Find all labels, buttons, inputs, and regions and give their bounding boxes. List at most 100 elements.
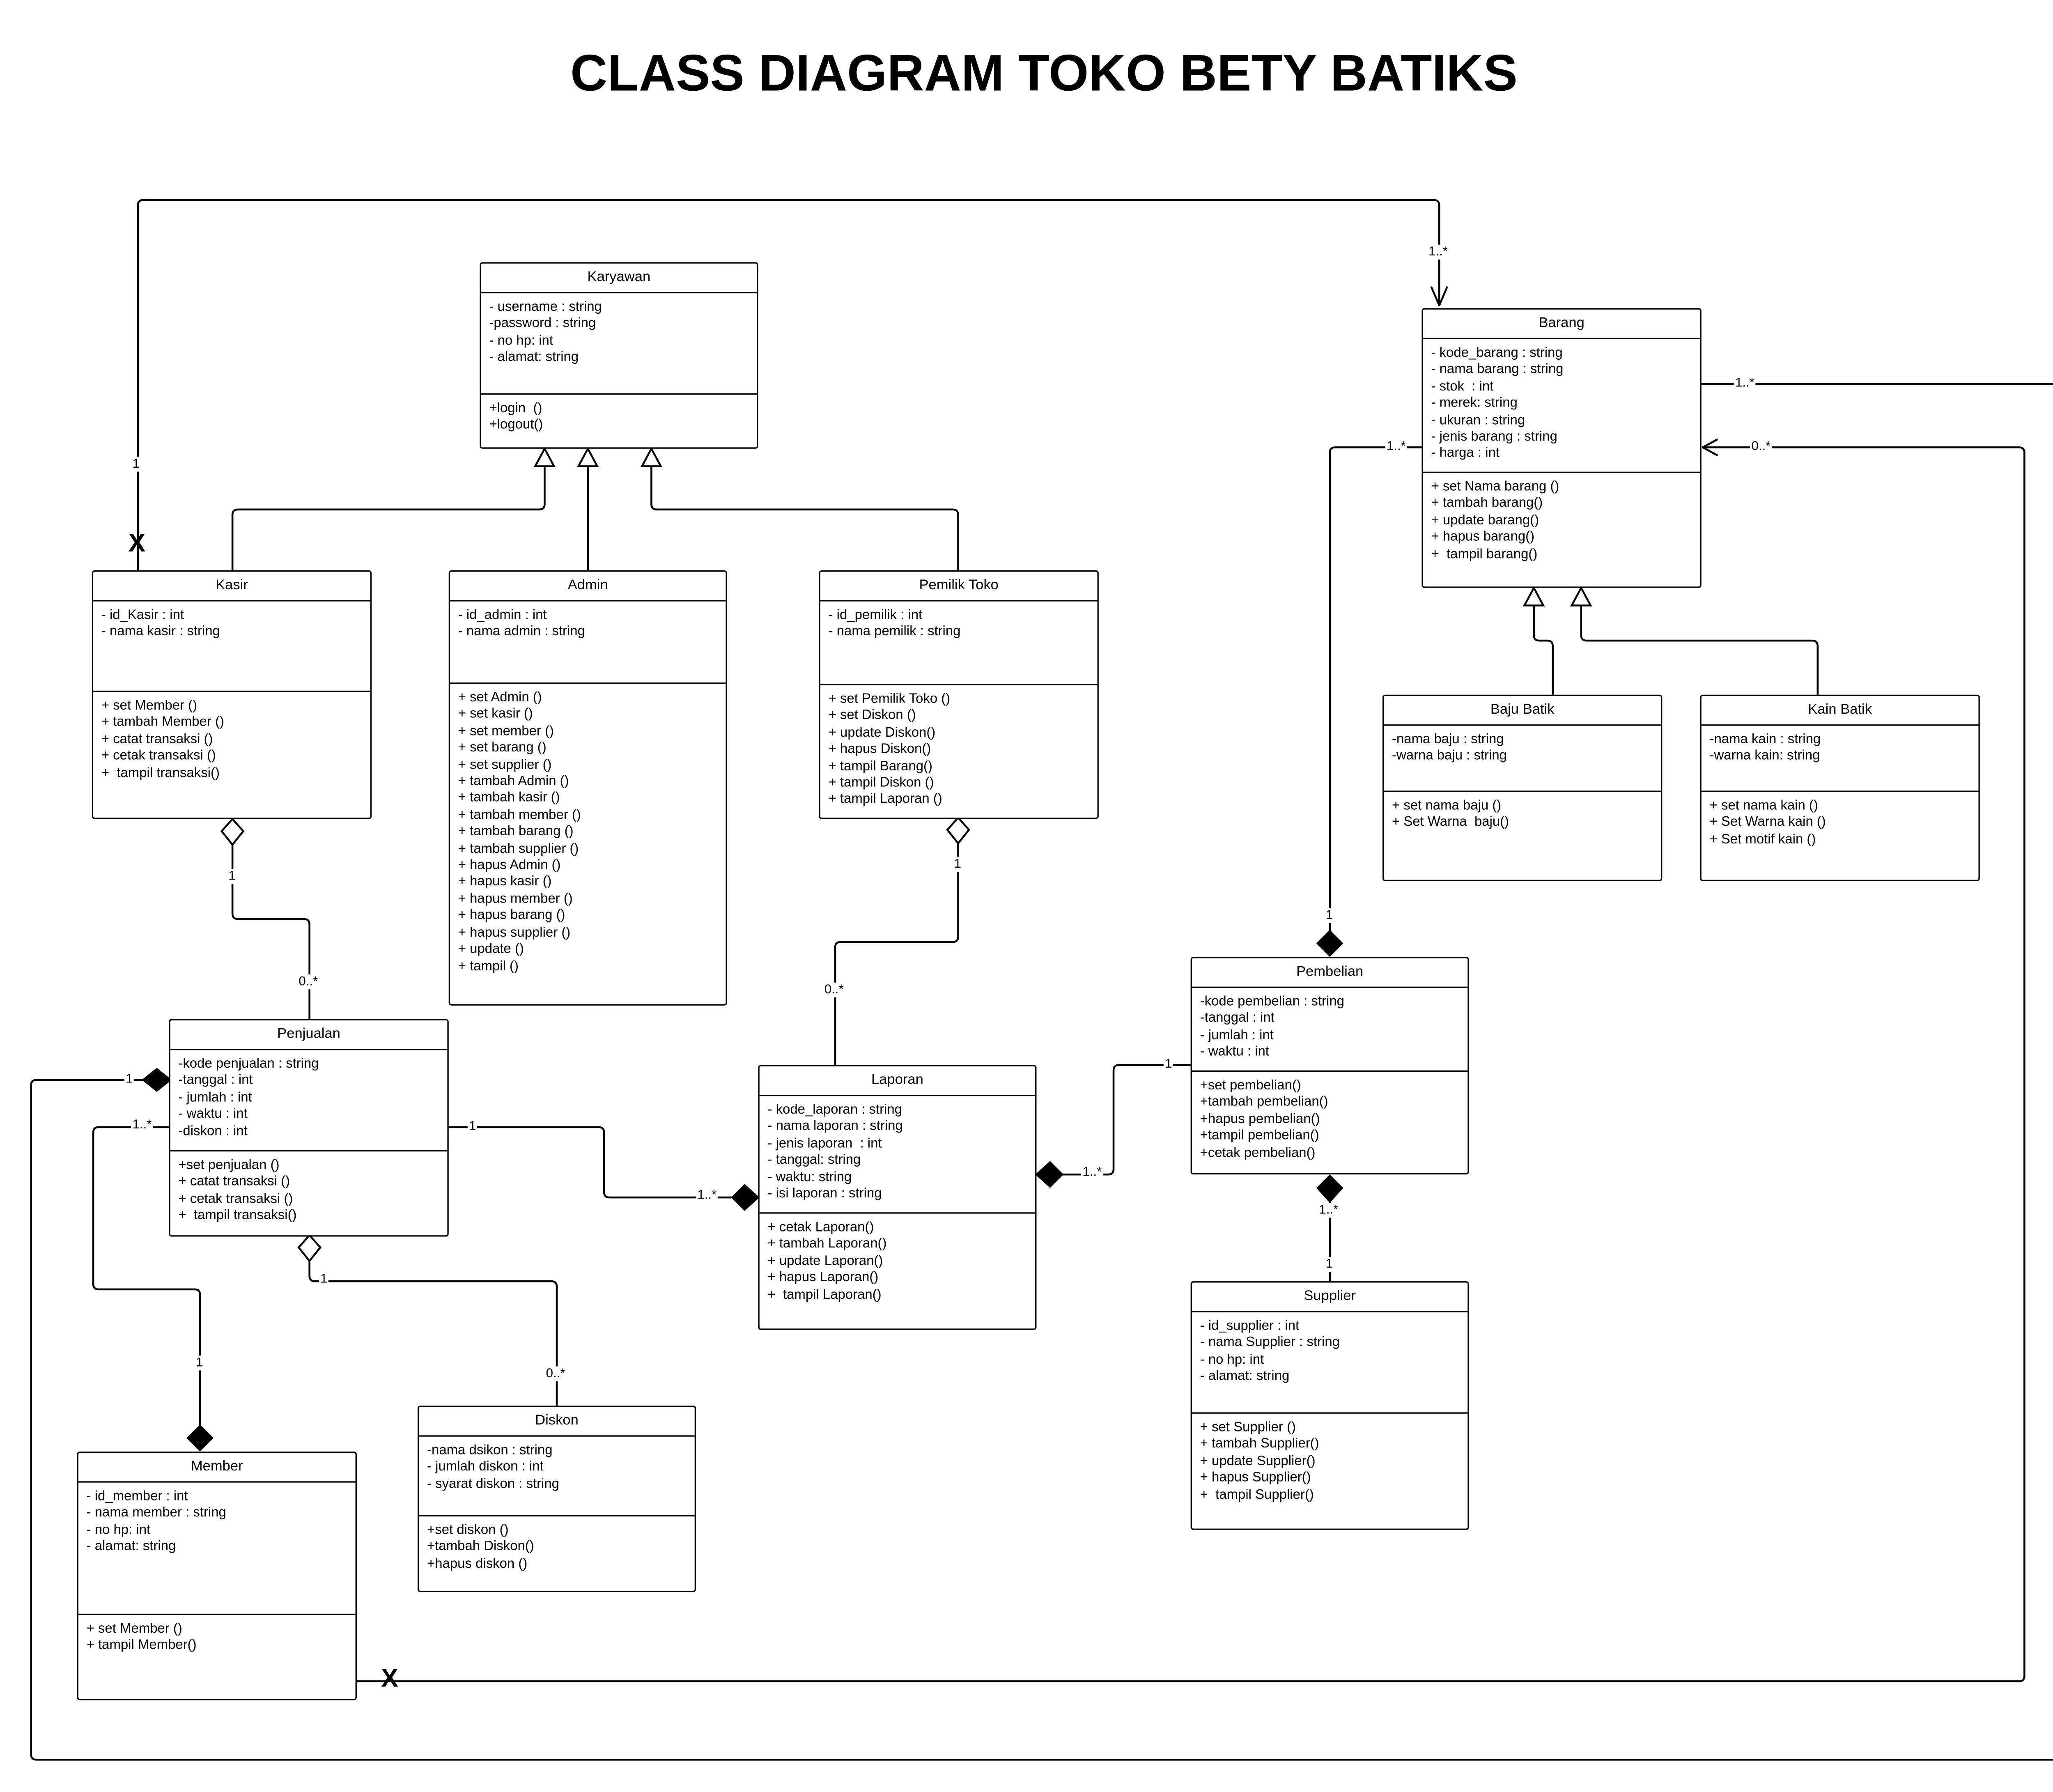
mult-label: 1 (1324, 1257, 1334, 1272)
mult-label: 1 (1324, 908, 1334, 923)
mult-label: 0..* (823, 982, 845, 997)
assoc-barang-pembelian (1329, 446, 1422, 931)
attribute: - nama pemilik : string (828, 625, 961, 640)
diamond-laporan-left (731, 1184, 760, 1211)
method: + set nama kain () (1709, 799, 1818, 814)
class-baju-batik[interactable]: Baju Batik-nama baju : string-warna baju… (1382, 694, 1663, 881)
attribute: -tanggal : int (1200, 1011, 1275, 1027)
class-supplier[interactable]: Supplier- id_supplier : int- nama Suppli… (1190, 1281, 1469, 1530)
assoc-kasir-penjualan (231, 845, 311, 1019)
attribute: - merek: string (1431, 396, 1518, 411)
method: + tambah barang () (458, 825, 574, 840)
assoc-laporan-pembelian (1062, 1064, 1191, 1176)
method: + Set Warna kain () (1709, 815, 1826, 831)
navigability-x-mark: X (381, 1665, 398, 1693)
diamond-pembelian-top (1316, 930, 1343, 957)
diamond-laporan-right (1035, 1161, 1064, 1188)
method: + hapus barang () (458, 908, 565, 924)
attribute: - waktu: string (767, 1170, 852, 1185)
class-name: Karyawan (481, 264, 757, 294)
methods-section: + cetak Laporan()+ tambah Laporan() + upd… (760, 1214, 1035, 1305)
attributes-section: -nama kain : string-warna kain: string (1701, 726, 1979, 792)
diamond-kasir (220, 818, 245, 846)
attribute: - alamat: string (86, 1539, 176, 1555)
class-laporan[interactable]: Laporan- kode_laporan : string- nama lap… (758, 1065, 1037, 1330)
method: + update () (458, 942, 524, 957)
attributes-section: - username : string-password : string- n… (481, 293, 757, 395)
attribute: - waktu : int (178, 1107, 248, 1122)
method: +tambah Diskon() (427, 1540, 534, 1555)
class-pemilik-toko[interactable]: Pemilik Toko- id_pemilik : int- nama pem… (819, 570, 1099, 819)
attribute: - waktu : int (1200, 1045, 1269, 1060)
attribute: - id_pemilik : int (828, 608, 923, 623)
attribute: -kode pembelian : string (1200, 995, 1344, 1010)
attribute: - jumlah : int (1200, 1028, 1274, 1043)
gen-kasir-karyawan (231, 466, 546, 570)
method: + tambah Laporan() (767, 1237, 887, 1252)
method: + hapus member () (458, 891, 573, 907)
method: + update barang() (1431, 513, 1539, 528)
class-karyawan[interactable]: Karyawan- username : string-password : s… (480, 262, 758, 449)
attribute: - jumlah diskon : int (427, 1460, 544, 1475)
method: + tambah Supplier() (1200, 1437, 1319, 1452)
gen-pemilik-karyawan (650, 466, 959, 570)
method: +tampil pembelian() (1200, 1128, 1319, 1144)
attribute: -nama kain : string (1709, 732, 1821, 748)
mult-label: 0..* (297, 974, 319, 990)
method: + hapus kasir () (458, 875, 552, 890)
methods-section: + set Member ()+ tampil Member() (78, 1615, 356, 1655)
method: + set Nama barang () (1431, 480, 1559, 495)
class-pembelian[interactable]: Pembelian-kode pembelian : string-tangga… (1190, 957, 1469, 1175)
attribute: - id_supplier : int (1200, 1319, 1300, 1334)
assoc-barang-penjualan (30, 383, 2053, 1761)
class-name: Baju Batik (1384, 696, 1661, 726)
mult-label: 1 (131, 457, 141, 472)
class-name: Penjualan (170, 1020, 448, 1050)
class-diskon[interactable]: Diskon-nama dsikon : string- jumlah disk… (418, 1405, 696, 1592)
mult-label: 1 (953, 857, 963, 872)
attribute: -tanggal : int (178, 1073, 253, 1089)
method: + tampil transaksi() (101, 765, 220, 781)
method: + hapus barang() (1431, 530, 1535, 545)
mult-label: 1..* (131, 1117, 153, 1133)
methods-section: +set pembelian()+tambah pembelian()+hapu… (1192, 1072, 1467, 1163)
mult-label: 0..* (544, 1366, 567, 1381)
method: + set Pemilik Toko () (828, 692, 951, 707)
class-barang[interactable]: Barang- kode_barang : string- nama baran… (1421, 308, 1702, 588)
assoc-penjualan-member (92, 1126, 201, 1426)
class-name: Diskon (419, 1407, 695, 1437)
method: + set Member () (86, 1622, 182, 1637)
class-penjualan[interactable]: Penjualan-kode penjualan : string-tangga… (169, 1019, 449, 1237)
attribute: - nama member : string (86, 1506, 226, 1521)
class-member[interactable]: Member- id_member : int- nama member : s… (77, 1451, 357, 1700)
class-kain-batik[interactable]: Kain Batik-nama kain : string-warna kain… (1700, 694, 1980, 881)
method: + tambah member () (458, 808, 581, 823)
methods-section: +set penjualan ()+ catat transaksi ()+ c… (170, 1151, 448, 1225)
attributes-section: - id_supplier : int- nama Supplier : str… (1192, 1312, 1468, 1414)
mult-label: 1..* (1734, 375, 1756, 391)
method: + tampil Supplier() (1200, 1487, 1314, 1503)
class-admin[interactable]: Admin- id_admin : int- nama admin : stri… (448, 570, 727, 1006)
method: + cetak Laporan() (767, 1220, 874, 1236)
attributes-section: - kode_laporan : string- nama laporan : … (759, 1096, 1036, 1214)
method: + set Member () (101, 698, 197, 714)
method: + update Laporan() (767, 1254, 883, 1269)
method: + tampil () (458, 959, 519, 974)
class-name: Kasir (93, 572, 370, 602)
class-kasir[interactable]: Kasir- id_Kasir : int- nama kasir : stri… (92, 570, 372, 819)
method: +set pembelian() (1200, 1078, 1301, 1094)
method: + catat transaksi () (178, 1175, 290, 1190)
methods-section: +login ()+logout() (481, 395, 757, 435)
method: +hapus pembelian() (1200, 1112, 1320, 1127)
method: +set diskon () (427, 1523, 509, 1538)
mult-label: 1 (227, 869, 237, 884)
attribute: - alamat: string (489, 350, 579, 365)
attributes-section: - kode_barang : string- nama barang : st… (1423, 339, 1700, 473)
gen-kain-barang (1580, 605, 1819, 695)
diagram-title: CLASS DIAGRAM TOKO BETY BATIKS (570, 46, 1518, 103)
attribute: -nama baju : string (1392, 732, 1504, 748)
assoc-kasir-barang (137, 199, 1440, 570)
class-name: Kain Batik (1701, 696, 1979, 726)
method: + set nama baju () (1392, 799, 1502, 814)
attribute: - nama barang : string (1431, 363, 1564, 378)
